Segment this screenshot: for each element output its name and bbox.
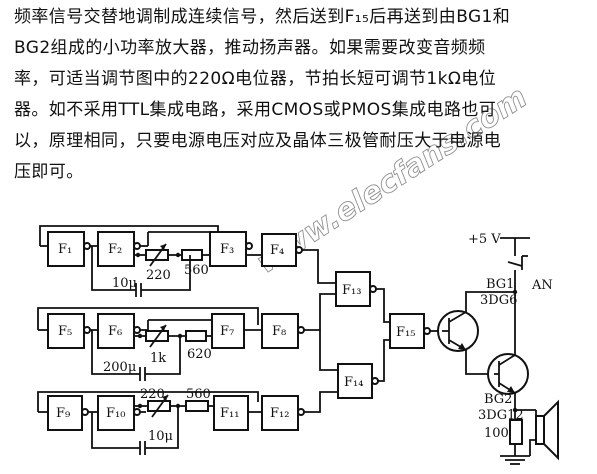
resistor-100 (509, 419, 523, 445)
gate-f9-label: F₉ (56, 406, 70, 421)
gate-f11-label: F₁₁ (220, 406, 239, 421)
resistor-560-bottom (185, 400, 209, 412)
cap-10u-bottom-label: 10μ (148, 429, 173, 444)
cap-200u-label: 200μ (103, 360, 136, 375)
gate-f11 (213, 395, 249, 431)
gate-f9 (47, 395, 83, 431)
gate-f12 (261, 395, 299, 431)
bg2-name: BG2 (484, 392, 512, 407)
gate-f2 (97, 231, 135, 267)
paragraph-line: 压即可。 (14, 162, 84, 182)
gate-f6 (97, 313, 135, 349)
transistor-bg2 (487, 353, 529, 395)
gate-f6-label: F₆ (108, 324, 122, 339)
gate-f7-label: F₇ (220, 324, 234, 339)
gate-f7 (211, 313, 245, 349)
oscillator-row-2: F₅ F₆ F₇ F₈ 1k 620 200μ (37, 293, 336, 381)
paragraph-line: 器。如不采用TTL集成电路，采用CMOS或PMOS集成电路也可 (14, 100, 497, 120)
pot-220-top-label: 220 (146, 268, 171, 283)
supply-label: +5 V (468, 232, 501, 247)
gate-f4-label: F₄ (270, 243, 284, 258)
bg1-name: BG1 (486, 277, 514, 292)
gate-f10-label: F₁₀ (106, 406, 125, 421)
oscillator-row-3: F₉ F₁₀ F₁₁ F₁₂ 220 560 10μ (37, 330, 338, 455)
resistor-620 (185, 330, 207, 342)
gate-f3-label: F₃ (220, 242, 234, 257)
gate-f14 (337, 363, 373, 399)
gate-f5-label: F₅ (58, 324, 72, 339)
amplifier-stage: +5 V AN 100 BG1 3DG6 BG2 3DG12 (430, 232, 559, 465)
gate-f2-label: F₂ (108, 242, 122, 257)
gate-f1 (47, 231, 85, 267)
gate-f1-label: F₁ (58, 242, 72, 257)
mixer-gates: F₁₃ F₁₄ F₁₅ (335, 271, 431, 399)
gate-f14-label: F₁₄ (344, 375, 363, 390)
transistor-bg1 (437, 310, 479, 352)
res-560-top-label: 560 (184, 263, 209, 278)
pot-220-bottom-label: 220 (140, 387, 165, 402)
switch-label: AN (531, 278, 553, 293)
bg2-type: 3DG12 (478, 408, 524, 423)
oscillator-row-1: F₁ F₂ F₃ F₄ 220 560 10μ (39, 225, 336, 297)
paragraph-line: 率，可适当调节图中的220Ω电位器，节拍长短可调节1kΩ电位 (14, 69, 497, 89)
gate-f12-label: F₁₂ (270, 406, 289, 421)
gate-f3 (209, 231, 247, 267)
speaker-icon (529, 399, 559, 461)
pot-1k-label: 1k (150, 351, 166, 366)
gate-f8-label: F₈ (272, 324, 286, 339)
paragraph-line: 频率信号交替地调制成连续信号，然后送到F₁₅后再送到由BG1和 (14, 7, 511, 27)
paragraph-line: BG2组成的小功率放大器，推动扬声器。如果需要改变音频频 (14, 38, 486, 58)
gate-f8 (261, 313, 299, 349)
gate-f13-label: F₁₃ (342, 283, 361, 298)
bg1-type: 3DG6 (480, 293, 517, 308)
res-100-label: 100 (484, 426, 509, 441)
description-paragraph: 频率信号交替地调制成连续信号，然后送到F₁₅后再送到由BG1和 BG2组成的小功… (14, 2, 586, 188)
cap-10u-top-label: 10μ (112, 276, 137, 291)
gate-f15-label: F₁₅ (396, 325, 415, 340)
res-620-label: 620 (187, 347, 212, 362)
res-560-bottom-label: 560 (186, 387, 211, 402)
resistor-560-top (181, 249, 203, 261)
paragraph-line: 以，原理相同，只要电源电压对应及晶体三极管耐压大于电源电 (14, 131, 502, 151)
